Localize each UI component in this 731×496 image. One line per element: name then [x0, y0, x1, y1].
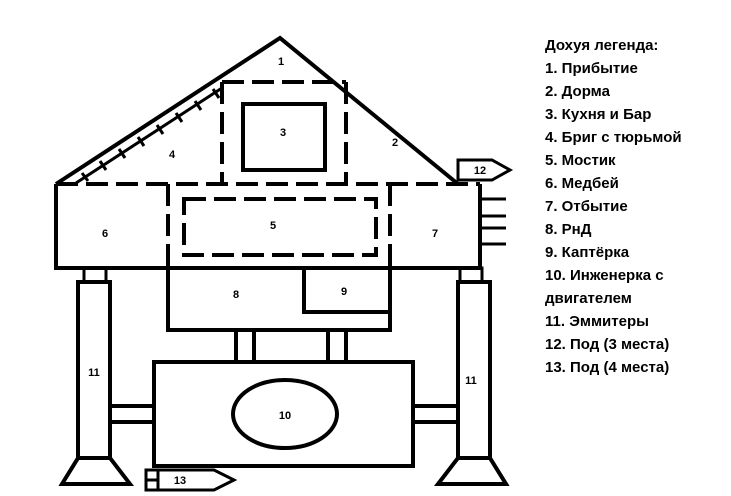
- legend-item: 12. Под (3 места): [545, 336, 670, 353]
- legend-item: 8. РнД: [545, 221, 592, 238]
- legend-item: 7. Отбытие: [545, 198, 628, 215]
- legend: Дохуя легенда: 1. Прибытие 2. Дорма 3. К…: [545, 34, 731, 379]
- room-12-label: 12: [474, 165, 486, 177]
- legend-item: 4. Бриг с тюрьмой: [545, 129, 682, 146]
- legend-item: 5. Мостик: [545, 152, 616, 169]
- room-5-label: 5: [270, 220, 276, 232]
- brig-roof-stripe: [75, 86, 223, 185]
- legend-item: 3. Кухня и Бар: [545, 106, 652, 123]
- room-9-outline: [302, 268, 390, 314]
- room-10-outline: [152, 360, 415, 468]
- room-13-label: 13: [174, 475, 186, 487]
- legend-item: 13. Под (4 места): [545, 359, 670, 376]
- legend-item: 1. Прибытие: [545, 60, 638, 77]
- connector-right: [413, 404, 458, 424]
- room-8-outline: [166, 268, 392, 332]
- brig-roof-hatches: [80, 88, 221, 182]
- pod-12-shape: [456, 158, 514, 182]
- emitter-right: [433, 280, 510, 486]
- room-4-label: 4: [169, 149, 176, 161]
- pod-13-shape: [144, 468, 238, 492]
- leg-left-top: [82, 266, 108, 284]
- legend-item: 9. Каптёрка: [545, 244, 630, 261]
- legend-title: Дохуя легенда:: [545, 37, 659, 54]
- room-7-airlock: [480, 197, 506, 246]
- room-9-label: 9: [341, 286, 347, 298]
- room-10-label: 10: [279, 410, 291, 422]
- room-3-label: 3: [280, 127, 286, 139]
- leg-right-top: [458, 266, 484, 284]
- hull-body: [54, 184, 482, 270]
- emitter-left: [58, 280, 135, 486]
- legend-item: 10. Инженерка с: [545, 267, 664, 284]
- legend-item: двигателем: [545, 290, 632, 307]
- legend-item: 11. Эммитеры: [545, 313, 649, 330]
- room-10-engine: [231, 378, 339, 450]
- room-2-label: 2: [392, 137, 398, 149]
- connector-8-10: [234, 330, 348, 362]
- room-6-label: 6: [102, 228, 108, 240]
- legend-item: 2. Дорма: [545, 83, 610, 100]
- room-11-right-label: 11: [465, 375, 477, 387]
- room-7-label: 7: [432, 228, 438, 240]
- ship-map: 1 2 3 4 5 6 7 8 9 10 11 11 12 13: [54, 35, 514, 492]
- roof-outline: [54, 35, 460, 186]
- room-5-inner: [182, 197, 378, 257]
- room-3-inner: [241, 102, 327, 172]
- room-11-left-label: 11: [88, 367, 100, 379]
- room-1-label: 1: [278, 56, 284, 68]
- room-8-label: 8: [233, 289, 239, 301]
- legend-item: 6. Медбей: [545, 175, 619, 192]
- connector-left: [110, 404, 154, 424]
